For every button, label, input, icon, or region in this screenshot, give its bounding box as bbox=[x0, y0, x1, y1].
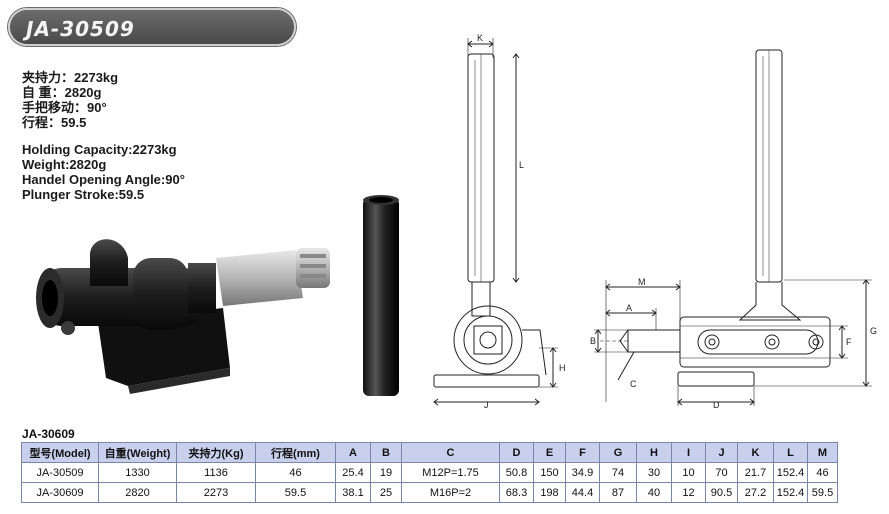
dim-label-f: F bbox=[846, 337, 852, 347]
table-cell: 19 bbox=[370, 462, 402, 483]
col-header-weight: 自重(Weight) bbox=[98, 442, 177, 463]
specs-english: Holding Capacity:2273kg Weight:2820g Han… bbox=[22, 142, 185, 202]
table-cell: 2273 bbox=[176, 482, 256, 503]
spec-cn-capacity: 夹持力：2273kg bbox=[22, 70, 119, 85]
col-header-d: D bbox=[499, 442, 534, 463]
spec-table: 型号(Model) 自重(Weight) 夹持力(Kg) 行程(mm) A B … bbox=[21, 442, 838, 503]
col-header-e: E bbox=[533, 442, 566, 463]
col-header-a: A bbox=[335, 442, 371, 463]
table-cell: 44.4 bbox=[565, 482, 600, 503]
table-cell: 152.4 bbox=[773, 482, 808, 503]
table-cell: 87 bbox=[599, 482, 637, 503]
model-title-banner: JA-30509 bbox=[8, 8, 296, 46]
table-cell: 1136 bbox=[176, 462, 256, 483]
table-cell: M16P=2 bbox=[401, 482, 500, 503]
col-header-b: B bbox=[370, 442, 402, 463]
table-cell: 59.5 bbox=[255, 482, 336, 503]
dim-label-c: C bbox=[630, 379, 637, 389]
table-cell: 90.5 bbox=[705, 482, 738, 503]
table-cell: 25.4 bbox=[335, 462, 371, 483]
col-header-f: F bbox=[565, 442, 600, 463]
table-cell: 150 bbox=[533, 462, 566, 483]
table-cell: 10 bbox=[671, 462, 706, 483]
table-cell: 1330 bbox=[98, 462, 177, 483]
dim-label-d: D bbox=[713, 400, 720, 410]
col-header-k: K bbox=[737, 442, 774, 463]
dim-label-k: K bbox=[477, 33, 483, 43]
drawing-side-view: M A B C F G D bbox=[590, 49, 877, 410]
table-cell: JA-30509 bbox=[21, 462, 99, 483]
product-photo bbox=[36, 239, 330, 394]
table-cell: 59.5 bbox=[807, 482, 838, 503]
spec-en-capacity: Holding Capacity:2273kg bbox=[22, 142, 177, 157]
spec-en-stroke: Plunger Stroke:59.5 bbox=[22, 187, 145, 202]
table-cell: 30 bbox=[636, 462, 672, 483]
specs-chinese: 夹持力：2273kg 自 重：2820g 手把移动：90° 行程：59.5 bbox=[22, 70, 118, 130]
table-cell: 21.7 bbox=[737, 462, 774, 483]
col-header-i: I bbox=[671, 442, 706, 463]
col-header-l: L bbox=[773, 442, 808, 463]
spec-en-angle: Handel Opening Angle:90° bbox=[22, 172, 185, 187]
table-header-row: 型号(Model) 自重(Weight) 夹持力(Kg) 行程(mm) A B … bbox=[21, 442, 838, 463]
table-cell: 27.2 bbox=[737, 482, 774, 503]
table-row: JA-30609 2820 2273 59.5 38.1 25 M16P=2 6… bbox=[21, 482, 838, 503]
model-title: JA-30509 bbox=[26, 17, 135, 41]
table-cell: 12 bbox=[671, 482, 706, 503]
table-cell: 50.8 bbox=[499, 462, 534, 483]
table-cell: 34.9 bbox=[565, 462, 600, 483]
col-header-stroke: 行程(mm) bbox=[255, 442, 336, 463]
col-header-model: 型号(Model) bbox=[21, 442, 99, 463]
col-header-capacity: 夹持力(Kg) bbox=[176, 442, 256, 463]
table-cell: M12P=1.75 bbox=[401, 462, 500, 483]
table-cell: 25 bbox=[370, 482, 402, 503]
dim-label-h: H bbox=[559, 363, 566, 373]
table-cell: 38.1 bbox=[335, 482, 371, 503]
drawing-front-view: K L H J bbox=[433, 33, 566, 410]
table-cell: 46 bbox=[255, 462, 336, 483]
table-cell: 152.4 bbox=[773, 462, 808, 483]
spec-cn-weight: 自 重：2820g bbox=[22, 85, 102, 100]
dim-label-g: G bbox=[870, 326, 877, 336]
table-cell: 68.3 bbox=[499, 482, 534, 503]
col-header-h: H bbox=[636, 442, 672, 463]
table-cell: 40 bbox=[636, 482, 672, 503]
col-header-m: M bbox=[807, 442, 838, 463]
spec-cn-angle: 手把移动：90° bbox=[22, 100, 107, 115]
table-row: JA-30509 1330 1136 46 25.4 19 M12P=1.75 … bbox=[21, 462, 838, 483]
table-cell: JA-30609 bbox=[21, 482, 99, 503]
dim-label-j: J bbox=[484, 400, 489, 410]
spec-cn-stroke: 行程：59.5 bbox=[22, 115, 87, 130]
col-header-g: G bbox=[599, 442, 637, 463]
table-cell: 198 bbox=[533, 482, 566, 503]
dim-label-l: L bbox=[519, 160, 524, 170]
table-title: JA-30609 bbox=[22, 427, 75, 441]
spec-en-weight: Weight:2820g bbox=[22, 157, 107, 172]
col-header-c: C bbox=[401, 442, 500, 463]
table-cell: 2820 bbox=[98, 482, 177, 503]
dim-label-b: B bbox=[590, 336, 596, 346]
table-cell: 74 bbox=[599, 462, 637, 483]
table-cell: 46 bbox=[807, 462, 838, 483]
col-header-j: J bbox=[705, 442, 738, 463]
dim-label-a: A bbox=[626, 303, 632, 313]
table-cell: 70 bbox=[705, 462, 738, 483]
extension-tube-photo bbox=[363, 195, 399, 396]
dim-label-m: M bbox=[638, 277, 646, 287]
